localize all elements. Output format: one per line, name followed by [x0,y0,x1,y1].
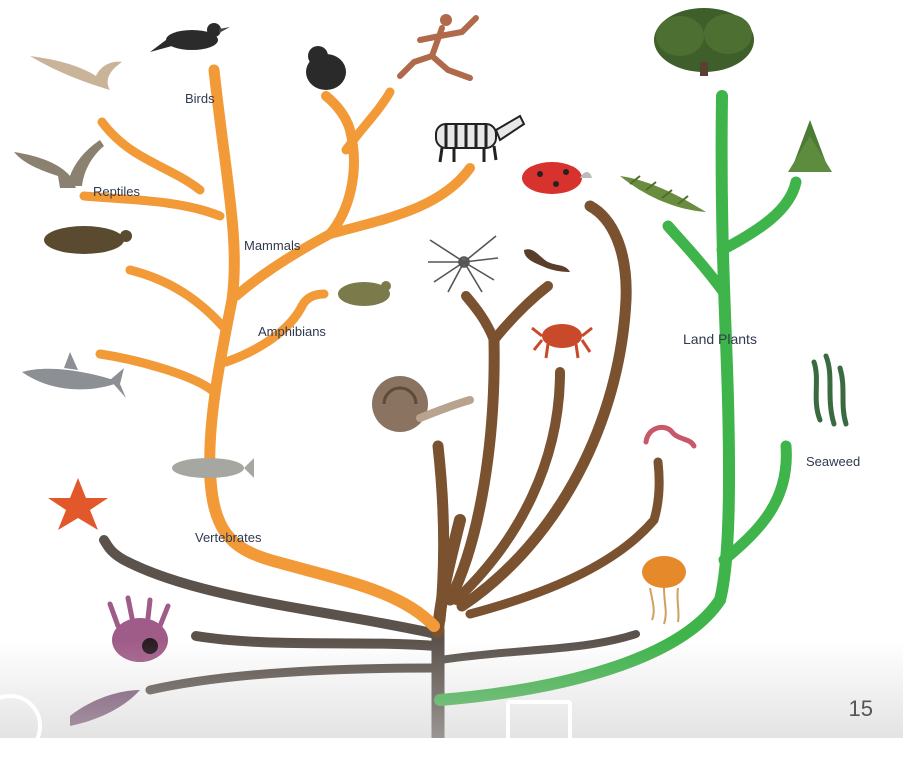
label-land-plants: Land Plants [683,331,757,347]
mammal-fork [326,96,354,234]
snail-icon [372,376,470,432]
sponge-branch [440,634,636,660]
reptile-branch [84,196,220,216]
primate-branch [346,92,390,150]
turtle-icon [44,226,132,254]
dinosaur-branch [102,122,200,190]
protist-branch [150,668,436,690]
pterosaur-icon [30,56,122,90]
worm-icon [646,427,694,446]
fir-branch [722,182,796,250]
scorpion-icon [524,249,570,272]
protist-icon [70,690,140,726]
slide: Birds Reptiles Mammals Amphibians Verteb… [0,0,903,738]
coelacanth-icon [172,458,254,478]
spider-branch [466,296,494,340]
label-seaweed: Seaweed [806,454,860,469]
ladybug-icon [522,162,592,194]
square-control[interactable] [506,700,572,750]
turtle-branch [130,270,226,330]
fern-icon [620,176,706,212]
seaweed-icon [814,356,846,424]
label-mammals: Mammals [244,238,300,253]
label-amphibians: Amphibians [258,324,326,339]
spider-icon [428,236,498,292]
fern-branch [668,226,722,290]
fir-tree-icon [788,120,832,172]
crow-icon [150,23,230,52]
label-birds: Birds [185,91,215,106]
vertebrate-main [210,70,235,470]
sea-anemone-icon [110,598,168,662]
crab-icon [532,324,592,358]
starfish-icon [48,478,108,530]
jellyfish-icon [642,556,686,624]
oak-tree-icon [654,8,754,76]
slide-number: 15 [849,696,873,722]
snail-branch [438,446,444,620]
zebra-icon [436,116,524,162]
anemone-branch [196,636,436,646]
vertebrate-branches [84,70,470,626]
invertebrate-branches [438,206,659,632]
gorilla-icon [306,46,346,90]
runner-icon [400,14,476,78]
label-reptiles: Reptiles [93,184,140,199]
tree-of-life-diagram [0,0,903,738]
dinosaur-icon [14,140,104,188]
worm-branch [470,462,659,614]
label-vertebrates: Vertebrates [195,530,262,545]
frog-icon [338,281,391,306]
scorpion-branch [494,286,548,340]
